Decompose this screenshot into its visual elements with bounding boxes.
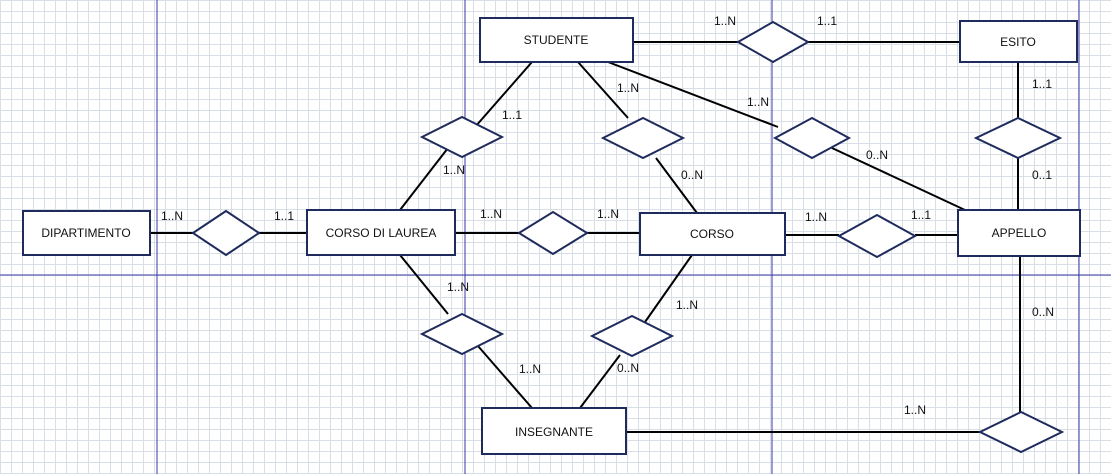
card-appello-ins-top: 0..N <box>1032 305 1054 319</box>
entity-dipartimento[interactable]: DIPARTIMENTO <box>22 210 151 256</box>
entity-studente[interactable]: STUDENTE <box>479 17 634 63</box>
card-appello-ins-left: 1..N <box>904 403 926 417</box>
rel-studente-esito[interactable] <box>735 20 811 64</box>
entity-esito-box[interactable] <box>959 20 1078 63</box>
card-dip-cdl-left: 1..N <box>161 209 183 223</box>
card-cdl-ins-bottom: 1..N <box>519 362 541 376</box>
rel-studente-cdl[interactable] <box>419 115 505 159</box>
edge-rel-ins-corso[interactable] <box>579 354 621 409</box>
edge-rel-cdl-studente[interactable] <box>399 147 449 211</box>
card-studente-cdl-bottom: 1..N <box>443 163 465 177</box>
rel-studente-corso[interactable] <box>600 116 686 160</box>
card-cdl-corso-left: 1..N <box>480 207 502 221</box>
edge-studente-rel-corso[interactable] <box>577 61 629 119</box>
entity-esito[interactable]: ESITO <box>959 20 1078 63</box>
edge-studente-rel-appello[interactable] <box>607 61 779 128</box>
entity-insegnante-box[interactable] <box>481 407 627 455</box>
card-studente-corso-top: 1..N <box>617 81 639 95</box>
rel-appello-insegnante[interactable] <box>977 410 1065 454</box>
card-corso-ins-bottom: 0..N <box>617 361 639 375</box>
edge-cdl-rel-ins[interactable] <box>399 254 449 315</box>
entity-dipartimento-label: DIPARTIMENTO <box>41 226 130 240</box>
cardinality-labels: 1..N 1..1 1..1 0..1 1..1 1..N 1..N 0..N … <box>161 14 1054 417</box>
entities: STUDENTE ESITO DIPARTIMENTO CORSO DI LAU… <box>22 17 1081 455</box>
entity-studente-box[interactable] <box>479 17 634 63</box>
entity-dipartimento-box[interactable] <box>22 210 151 256</box>
relationships <box>191 20 1065 454</box>
card-corso-appello-left: 1..N <box>805 210 827 224</box>
entity-corso-di-laurea-label: CORSO DI LAUREA <box>326 226 437 240</box>
rel-studente-appello[interactable] <box>772 116 852 160</box>
rel-cdl-corso[interactable] <box>517 210 589 256</box>
entity-esito-label: ESITO <box>1000 35 1036 49</box>
card-cdl-corso-right: 1..N <box>597 207 619 221</box>
card-dip-cdl-right: 1..1 <box>274 209 294 223</box>
entity-insegnante-label: INSEGNANTE <box>515 425 593 439</box>
edge-rel-ins-cdl[interactable] <box>477 345 533 409</box>
card-studente-cdl-top: 1..1 <box>502 108 522 122</box>
card-corso-appello-right: 1..1 <box>911 208 931 222</box>
edges <box>150 41 1021 433</box>
entity-appello[interactable]: APPELLO <box>957 209 1081 257</box>
card-studente-appello-top: 1..N <box>747 95 769 109</box>
rel-corso-insegnante[interactable] <box>589 314 675 358</box>
entity-appello-label: APPELLO <box>992 226 1047 240</box>
rel-cdl-insegnante[interactable] <box>419 312 505 356</box>
card-corso-ins-top: 1..N <box>676 298 698 312</box>
entity-insegnante[interactable]: INSEGNANTE <box>481 407 627 455</box>
entity-corso-di-laurea[interactable]: CORSO DI LAUREA <box>306 209 456 256</box>
card-studente-appello-bottom: 0..N <box>866 148 888 162</box>
rel-esito-appello[interactable] <box>973 116 1063 160</box>
card-cdl-ins-top: 1..N <box>447 280 469 294</box>
edge-corso-rel-ins[interactable] <box>644 254 693 323</box>
entity-corso-label: CORSO <box>690 227 734 241</box>
card-studente-esito-left: 1..N <box>714 14 736 28</box>
rel-corso-appello[interactable] <box>836 213 918 259</box>
entity-studente-label: STUDENTE <box>524 33 589 47</box>
rel-dip-cdl[interactable] <box>191 209 261 257</box>
entity-corso[interactable]: CORSO <box>639 212 786 256</box>
entity-corso-box[interactable] <box>639 212 786 256</box>
edge-rel-appello-studente[interactable] <box>831 147 966 211</box>
card-esito-appello-top: 1..1 <box>1032 77 1052 91</box>
card-studente-corso-bottom: 0..N <box>681 168 703 182</box>
card-esito-appello-bottom: 0..1 <box>1032 168 1052 182</box>
card-studente-esito-right: 1..1 <box>817 14 837 28</box>
edge-studente-rel-cdl[interactable] <box>474 61 533 128</box>
entity-appello-box[interactable] <box>957 209 1081 257</box>
entity-corso-di-laurea-box[interactable] <box>306 209 456 256</box>
edge-rel-corso-studente[interactable] <box>655 157 698 214</box>
